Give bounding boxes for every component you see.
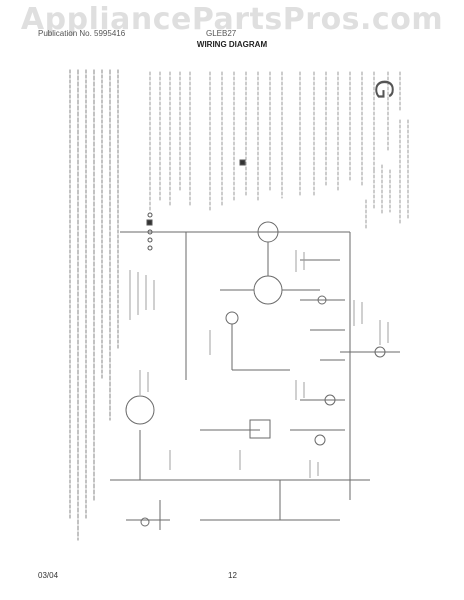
corner-letter: G: [369, 79, 400, 100]
watermark-text: AppliancePartsPros.com: [20, 2, 444, 37]
footer-date: 03/04: [38, 571, 59, 580]
page-number: 12: [228, 571, 237, 580]
page-title: WIRING DIAGRAM: [196, 40, 268, 49]
notes-block: [69, 69, 119, 541]
publication-number: Publication No. 5995416: [38, 29, 126, 38]
right-notes-block: [365, 119, 409, 231]
component-labels: [129, 250, 389, 478]
legend-symbols: [146, 159, 246, 251]
model-number: GLEB27: [206, 29, 237, 38]
legend-block: [149, 71, 401, 211]
circuit-wiring: [110, 221, 400, 530]
